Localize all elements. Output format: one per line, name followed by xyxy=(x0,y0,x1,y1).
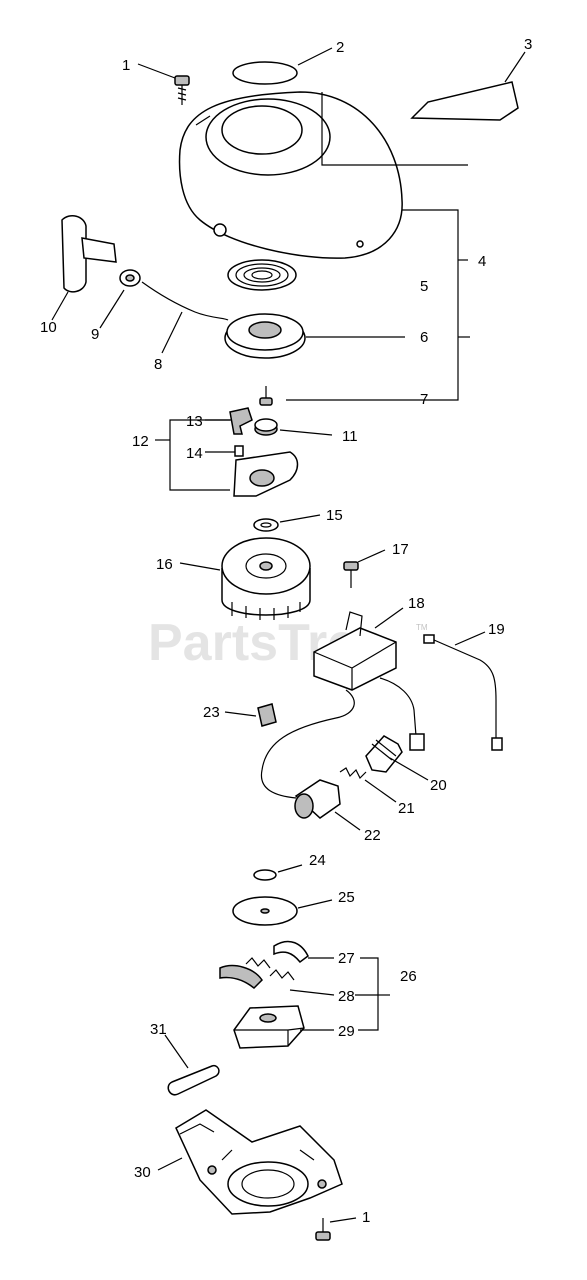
callout-11: 11 xyxy=(342,428,358,445)
part-8-rope xyxy=(141,281,229,321)
callout-1-bottom: 1 xyxy=(362,1209,370,1226)
callout-labels: 1 2 3 4 5 6 7 8 9 10 11 12 13 14 15 16 1… xyxy=(40,36,532,1226)
part-23-clip xyxy=(257,703,277,727)
part-25-plate xyxy=(232,896,298,926)
callout-28: 28 xyxy=(338,988,355,1005)
part-22-plug-boot xyxy=(260,689,355,819)
part-19-stop-wire xyxy=(423,634,503,751)
callout-29: 29 xyxy=(338,1023,355,1040)
part-28-clutch-spring xyxy=(245,957,295,981)
watermark-trademark: TM xyxy=(416,623,428,632)
callout-22: 22 xyxy=(364,827,381,844)
callout-17: 17 xyxy=(392,541,409,558)
part-15-washer xyxy=(253,518,279,532)
callout-15: 15 xyxy=(326,507,343,524)
part-21-spring xyxy=(339,767,367,780)
callout-2: 2 xyxy=(336,39,344,56)
callout-16: 16 xyxy=(156,556,173,573)
part-17-screw xyxy=(343,561,359,588)
callout-10: 10 xyxy=(40,319,57,336)
part-3-decal xyxy=(410,81,519,121)
part-24-washer xyxy=(253,869,277,881)
callout-24: 24 xyxy=(309,852,326,869)
part-13-pawl xyxy=(229,407,253,435)
callout-12: 12 xyxy=(132,433,149,450)
part-11-washer xyxy=(254,418,278,436)
callout-14: 14 xyxy=(186,445,203,462)
part-9-rope-guide xyxy=(119,269,141,287)
callout-23: 23 xyxy=(203,704,220,721)
part-6-pulley xyxy=(224,313,306,359)
part-20-spark-plug xyxy=(365,735,403,773)
callout-3: 3 xyxy=(524,36,532,53)
callout-20: 20 xyxy=(430,777,447,794)
part-27-clutch-shoe xyxy=(219,940,309,990)
callout-26: 26 xyxy=(400,968,417,985)
part-2-cap xyxy=(232,61,298,85)
callout-9: 9 xyxy=(91,326,99,343)
callout-19: 19 xyxy=(488,621,505,638)
part-30-crankcase xyxy=(175,1109,343,1215)
callout-31: 31 xyxy=(150,1021,167,1038)
part-18-ignition-coil xyxy=(313,611,397,691)
callout-5: 5 xyxy=(420,278,428,295)
callout-30: 30 xyxy=(134,1164,151,1181)
callout-7: 7 xyxy=(420,391,428,408)
callout-1-top: 1 xyxy=(122,57,130,74)
part-1-screw-bottom xyxy=(315,1218,331,1241)
callout-13: 13 xyxy=(186,413,203,430)
callout-27: 27 xyxy=(338,950,355,967)
part-1-screw-top xyxy=(174,75,190,105)
callout-21: 21 xyxy=(398,800,415,817)
callout-25: 25 xyxy=(338,889,355,906)
part-14-pawl-spring xyxy=(234,445,244,457)
part-10-starter-handle xyxy=(61,215,117,293)
part-4-starter-housing xyxy=(178,91,468,259)
callout-18: 18 xyxy=(408,595,425,612)
part-29-clutch-hub xyxy=(233,1005,305,1049)
callout-4: 4 xyxy=(478,253,486,270)
coil-terminal xyxy=(409,733,425,751)
part-16-flywheel xyxy=(221,537,311,620)
part-31-strip xyxy=(167,1064,220,1096)
part-5-recoil-spring xyxy=(227,259,297,291)
callout-8: 8 xyxy=(154,356,162,373)
part-7-screw xyxy=(259,386,273,406)
part-12-pawl-carrier xyxy=(233,451,299,497)
callout-6: 6 xyxy=(420,329,428,346)
